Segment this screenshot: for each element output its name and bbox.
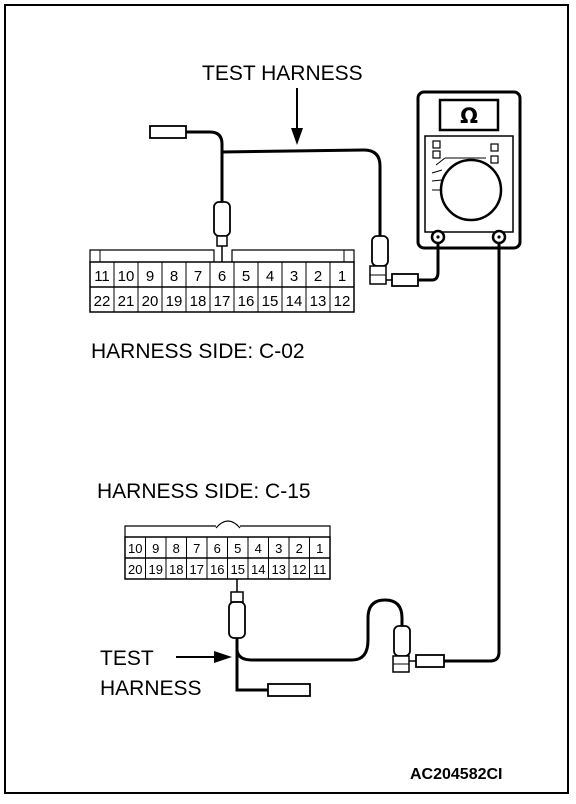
c15-pin-label: 14: [251, 562, 265, 577]
meter-display: [438, 98, 500, 132]
c15-pin-label: 16: [210, 562, 224, 577]
c15-pin-label: 11: [313, 562, 327, 577]
c15-pin-label: 2: [296, 541, 303, 556]
c15-pin-label: 4: [255, 541, 262, 556]
c02-pin-label: 12: [334, 293, 351, 310]
harness-side-c02-label: HARNESS SIDE: C-02: [91, 340, 305, 363]
c02-pin-label: 15: [262, 293, 279, 310]
test-harness-bottom-label-line2: HARNESS: [100, 677, 202, 700]
c02-pin-label: 18: [190, 293, 207, 310]
test-harness-top-arrow: [291, 88, 303, 145]
figure-frame: [4, 4, 569, 794]
c15-pin-label: 19: [149, 562, 163, 577]
c02-pin-label: 7: [194, 268, 202, 285]
c15-pin-label: 13: [272, 562, 286, 577]
test-harness-top-label: TEST HARNESS: [202, 62, 363, 85]
figure-code: AC204582CI: [410, 766, 503, 783]
c02-pin-label: 3: [290, 268, 298, 285]
c02-pin-label: 11: [94, 268, 110, 285]
c15-pin-label: 7: [193, 541, 200, 556]
c15-pin-label: 18: [169, 562, 183, 577]
c02-pin-label: 19: [166, 293, 183, 310]
c15-pin-label: 10: [128, 541, 142, 556]
c02-pin-label: 21: [118, 293, 135, 310]
c15-pin-label: 8: [173, 541, 180, 556]
c02-pin-label: 5: [242, 268, 250, 285]
c02-pin-label: 16: [238, 293, 255, 310]
c02-pin-label: 1: [338, 268, 346, 285]
test-harness-bottom-arrow: [176, 651, 232, 663]
test-harness-bottom: [228, 243, 501, 697]
c15-pin-label: 9: [152, 541, 159, 556]
test-harness-bottom-label-line1: TEST: [100, 647, 154, 670]
test-harness-top: [149, 125, 440, 287]
harness-side-c15-label: HARNESS SIDE: C-15: [97, 480, 311, 503]
c02-pin-label: 17: [214, 293, 231, 310]
c02-pin-label: 8: [170, 268, 178, 285]
c15-pin-label: 3: [275, 541, 282, 556]
c02-pin-label: 9: [146, 268, 154, 285]
ohm-symbol-icon: Ω: [460, 104, 478, 128]
c15-pin-label: 17: [190, 562, 204, 577]
c02-pin-label: 4: [266, 268, 274, 285]
rotary-dial: [439, 158, 503, 222]
c15-pin-label: 20: [128, 562, 142, 577]
c15-pin-label: 12: [292, 562, 306, 577]
c15-pin-label: 5: [234, 541, 241, 556]
c02-pin-label: 2: [314, 268, 322, 285]
c02-pin-label: 10: [118, 268, 135, 285]
c02-pin-label: 14: [286, 293, 303, 310]
c15-pin-label: 1: [316, 541, 323, 556]
c02-pin-label: 20: [142, 293, 159, 310]
c15-pin-label: 15: [231, 562, 245, 577]
c15-pin-label: 6: [214, 541, 221, 556]
c02-pin-label: 22: [94, 293, 111, 310]
c02-pin-label: 13: [310, 293, 327, 310]
multimeter: Ω: [416, 90, 522, 250]
c02-pin-label: 6: [218, 268, 226, 285]
